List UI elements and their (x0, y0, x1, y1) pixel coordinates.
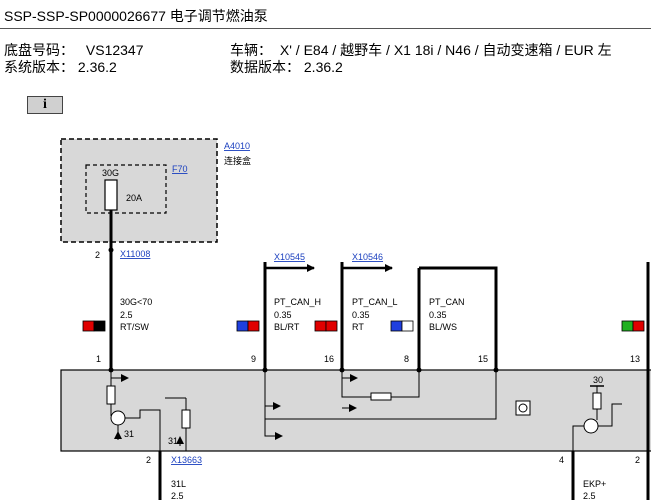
internal-resistor-3 (592, 392, 602, 410)
fuse-connector-pin: 2 (95, 250, 100, 260)
connector-dot (108, 247, 114, 253)
box-a4010-id[interactable]: A4010 (224, 141, 250, 151)
wire-can-l-swatch-a (390, 320, 403, 332)
wire-pt-can-size: 0.35 (429, 310, 447, 320)
wire-pt-can-loop (419, 266, 498, 370)
wire-30g-color: RT/SW (120, 322, 149, 332)
can-internal-trace (265, 370, 497, 420)
wire-can-h-swatch-b (247, 320, 260, 332)
vehicle-label: 车辆： (230, 42, 272, 58)
wire-can-h-color: BL/RT (274, 322, 300, 332)
bottom-right-pin-b: 2 (635, 455, 640, 465)
fuse-terminal: 30G (102, 168, 119, 178)
ground-label-a: 31 (124, 429, 134, 439)
system-version-value: 2.36.2 (77, 59, 117, 75)
wire-13-swatch-a (621, 320, 634, 332)
connector-x11008-id[interactable]: X11008 (120, 249, 150, 259)
internal-trace (125, 409, 161, 451)
bottom-left-pin: 2 (146, 455, 151, 465)
data-version: 数据版本： 2.36.2 (230, 57, 343, 77)
fuse-f70-id[interactable]: F70 (172, 164, 188, 174)
internal-resistor-2 (181, 409, 191, 429)
box-a4010-link[interactable]: A4010 (224, 141, 250, 151)
vehicle-value: X' / E84 / 越野车 / X1 18i / N46 / 自动变速箱 / … (279, 42, 612, 58)
wire-30g-pin: 1 (96, 354, 101, 364)
internal-trace (598, 403, 622, 427)
internal-transistor (110, 410, 126, 426)
wire-30g-color-swatch-b (93, 320, 106, 332)
wire-can-h-swatch-a (236, 320, 249, 332)
connector-x11008-link[interactable]: X11008 (120, 249, 150, 259)
wire-ekp-signal: EKP+ (583, 479, 606, 489)
internal-trace (572, 425, 584, 451)
vehicle-info: 车辆： X' / E84 / 越野车 / X1 18i / N46 / 自动变速… (230, 40, 612, 60)
supply-label: 30 (593, 375, 603, 385)
box-a4010-name: 连接盒 (224, 155, 251, 166)
wire-can-h-pin-b: 16 (324, 354, 334, 364)
chassis-value: VS12347 (85, 42, 144, 58)
system-version: 系统版本： 2.36.2 (4, 57, 117, 77)
wire-can-l-size: 0.35 (352, 310, 370, 320)
wire-can-h-size: 0.35 (274, 310, 292, 320)
can-termination-resistor (370, 392, 392, 401)
ground-label-b: 31 (168, 436, 178, 446)
connector-x10546-id[interactable]: X10546 (352, 252, 383, 262)
wire-ekp-size: 2.5 (583, 491, 596, 501)
data-version-value: 2.36.2 (303, 59, 343, 75)
pump-symbol-inner (518, 403, 528, 413)
internal-resistor (106, 385, 116, 405)
wire-13-swatch-b (632, 320, 645, 332)
wire-can-h-pin-a: 9 (251, 354, 256, 364)
wire-pt-can-pin: 15 (478, 354, 488, 364)
bottom-right-pin-a: 4 (559, 455, 564, 465)
fuse-f70-housing (85, 164, 167, 214)
connection-box-a4010 (60, 138, 218, 243)
system-version-label: 系统版本： (4, 59, 74, 75)
can-internal-trace (264, 370, 283, 440)
wire-can-h-swatch-c (314, 320, 327, 332)
pump-symbol-icon (515, 400, 531, 416)
connector-x10545-link[interactable]: X10545 (274, 252, 305, 262)
connector-x10546-link[interactable]: X10546 (352, 252, 383, 262)
fuse-f70-symbol (104, 179, 118, 211)
wire-can-l-pin: 8 (404, 354, 409, 364)
wire-30g-size: 2.5 (120, 310, 133, 320)
fuse-rating: 20A (126, 193, 142, 203)
page-title: SSP-SSP-SP0000026677 电子调节燃油泵 (4, 8, 268, 24)
data-version-label: 数据版本： (230, 59, 300, 75)
wire-31l-size: 2.5 (171, 491, 184, 501)
wire-30g-color-swatch-a (82, 320, 95, 332)
wire-can-l-swatch-b (401, 320, 414, 332)
connector-x13663-id[interactable]: X13663 (171, 455, 202, 465)
connector-x13663-link[interactable]: X13663 (171, 455, 202, 465)
wire-can-h-swatch-d (325, 320, 338, 332)
title-divider (0, 28, 651, 29)
wire-pt-can-color: BL/WS (429, 322, 457, 332)
driver-transistor (583, 418, 599, 434)
wire-pt-can-signal: PT_CAN (429, 297, 465, 307)
wire-can-l-signal: PT_CAN_L (352, 297, 398, 307)
wire-31l-signal: 31L (171, 479, 186, 489)
wire-can-l-color: RT (352, 322, 364, 332)
wire-can-h-signal: PT_CAN_H (274, 297, 321, 307)
chassis-label: 底盘号码： (4, 42, 74, 58)
info-button[interactable]: i (27, 96, 63, 114)
wire-13-pin: 13 (630, 354, 640, 364)
connector-x10545-id[interactable]: X10545 (274, 252, 305, 262)
fuse-f70-link[interactable]: F70 (172, 164, 188, 174)
wire-30g-signal: 30G<70 (120, 297, 152, 307)
chassis-number: 底盘号码： VS12347 (4, 40, 144, 60)
